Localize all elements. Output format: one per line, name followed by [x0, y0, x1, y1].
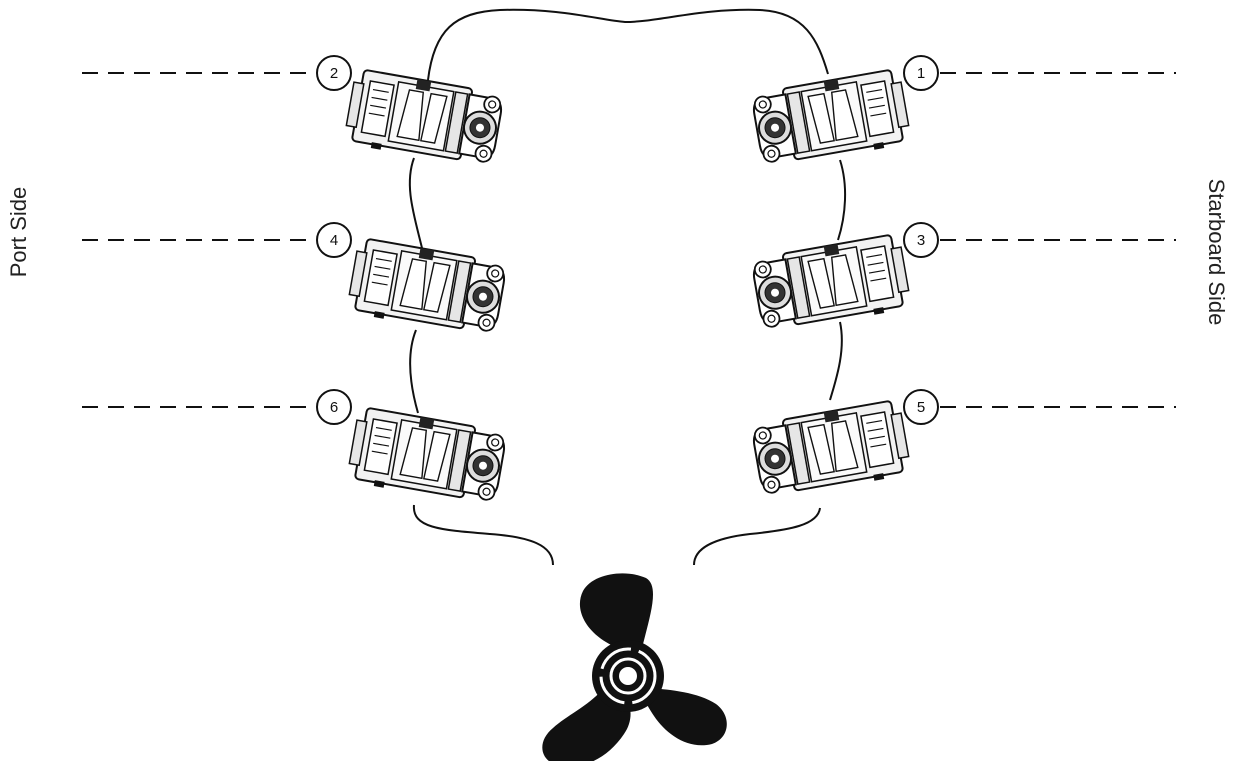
callout-number: 1 — [917, 65, 925, 82]
coil-pack-icon — [751, 399, 912, 500]
callout-number: 5 — [917, 399, 925, 416]
callout-4: 4 — [317, 223, 351, 257]
coil-pack-icon — [751, 233, 912, 334]
top-harness-wire — [428, 10, 828, 80]
callout-number: 3 — [917, 232, 925, 249]
starboard-output-wire — [694, 508, 820, 565]
coil-pack-icon — [346, 237, 507, 338]
coil-pack-icon — [343, 68, 504, 169]
callout-number: 2 — [330, 65, 338, 82]
callout-3: 3 — [904, 223, 938, 257]
starboard-link-wire-lower — [830, 322, 842, 400]
callout-6: 6 — [317, 390, 351, 424]
propeller-icon — [542, 573, 727, 761]
callout-1: 1 — [904, 56, 938, 90]
starboard-link-wire-upper — [838, 160, 845, 240]
port-link-wire-lower — [410, 330, 418, 413]
port-output-wire — [414, 505, 553, 565]
callout-5: 5 — [904, 390, 938, 424]
port-link-wire-upper — [410, 158, 422, 248]
callout-number: 4 — [330, 232, 338, 249]
callout-2: 2 — [317, 56, 351, 90]
coil-pack-icon — [751, 68, 912, 169]
coil-pack-icon — [346, 406, 507, 507]
callout-number: 6 — [330, 399, 338, 416]
